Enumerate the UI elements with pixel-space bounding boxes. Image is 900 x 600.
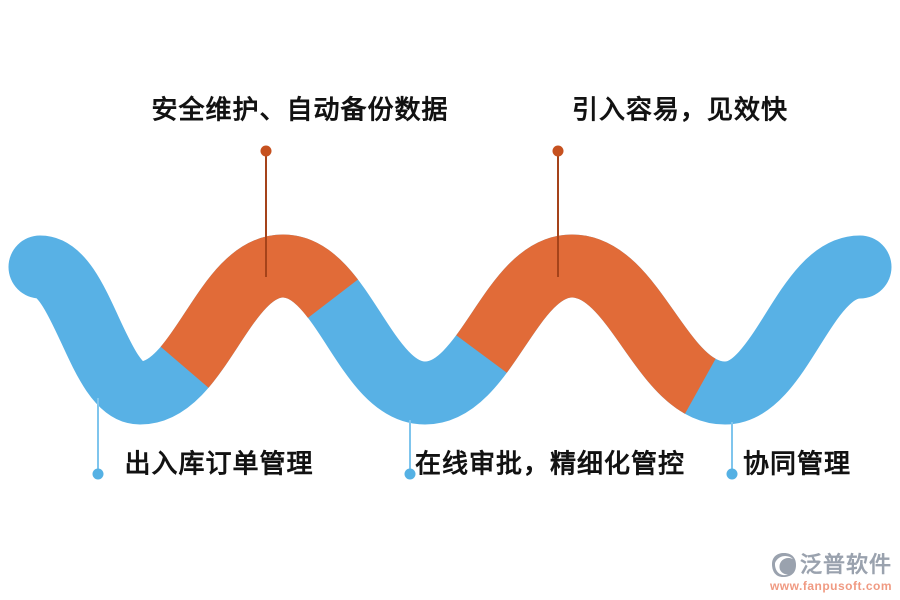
label-bottom-online-approval: 在线审批，精细化管控 [414,448,686,479]
wave-ribbon-blue [8,234,892,425]
label-bottom-collaborative-management: 协同管理 [742,448,852,479]
label-top-easy-adoption: 引入容易，见效快 [571,94,789,125]
label-top-security-backup: 安全维护、自动备份数据 [151,94,449,125]
connector-dot-top-2 [552,145,564,157]
brand-url: www.fanpusoft.com [769,579,892,593]
brand-logo: 泛普软件 www.fanpusoft.com [770,552,892,592]
connector-dot-bottom-3 [726,468,738,480]
fanpu-logo-icon [771,552,797,578]
connector-dot-top-1 [260,145,272,157]
label-bottom-order-management: 出入库订单管理 [124,448,314,479]
connector-dot-bottom-1 [92,468,104,480]
connector-dot-bottom-2 [404,468,416,480]
brand-name: 泛普软件 [799,552,892,577]
